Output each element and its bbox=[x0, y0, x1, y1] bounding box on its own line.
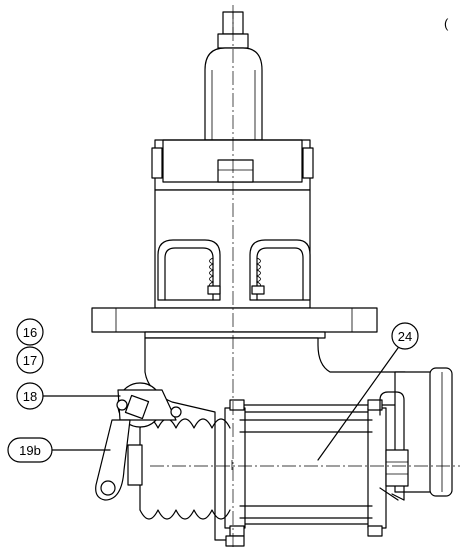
svg-text:17: 17 bbox=[23, 353, 37, 368]
brake-cylinder bbox=[224, 399, 387, 547]
spring-window-left bbox=[157, 239, 221, 301]
svg-text:16: 16 bbox=[23, 325, 37, 340]
corner-mark: ( bbox=[444, 16, 449, 31]
svg-text:24: 24 bbox=[398, 329, 412, 344]
upper-dome-housing bbox=[204, 47, 263, 141]
callout-24: 24 bbox=[317, 322, 419, 461]
callout-16: 16 bbox=[16, 318, 44, 346]
spring-window-right bbox=[249, 239, 311, 301]
svg-text:19b: 19b bbox=[19, 443, 41, 458]
slack-adjuster bbox=[95, 382, 182, 501]
callout-19b: 19b bbox=[7, 437, 111, 463]
callout-17: 17 bbox=[16, 346, 44, 374]
callout-18: 18 bbox=[16, 382, 121, 410]
svg-text:18: 18 bbox=[23, 389, 37, 404]
side-pipe bbox=[379, 391, 409, 501]
flange bbox=[91, 307, 378, 339]
